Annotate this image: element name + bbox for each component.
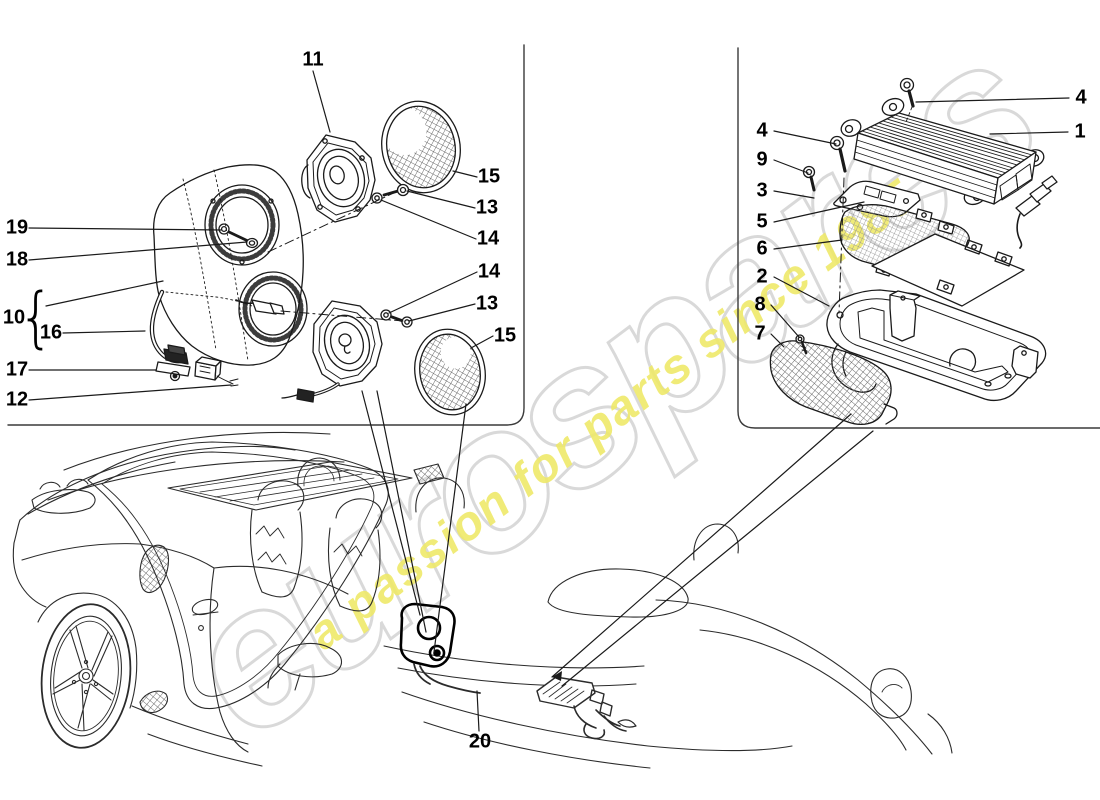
callout-8: 8 bbox=[754, 293, 766, 316]
leader-lines bbox=[28, 70, 1070, 732]
panel-7 bbox=[769, 340, 898, 425]
connector-cable-right bbox=[1015, 175, 1058, 249]
door-trim-panel bbox=[152, 164, 308, 366]
callout-14-b: 14 bbox=[477, 260, 501, 283]
callout-18: 18 bbox=[5, 248, 29, 271]
callout-13-b: 13 bbox=[475, 292, 499, 315]
assembly-axis-line-right bbox=[838, 177, 845, 314]
screw-4-top bbox=[899, 77, 915, 123]
connector-12 bbox=[194, 356, 239, 387]
callout-7: 7 bbox=[754, 322, 766, 345]
callout-10: 10 bbox=[2, 306, 26, 329]
callout-11: 11 bbox=[302, 48, 324, 71]
callout-14-a: 14 bbox=[476, 227, 500, 250]
screw-9 bbox=[802, 165, 816, 192]
amplifier-in-car bbox=[536, 676, 637, 740]
callout-13-a: 13 bbox=[475, 196, 499, 219]
speaker-11 bbox=[301, 134, 376, 223]
amplifier-1 bbox=[840, 97, 1045, 206]
callout-16: 16 bbox=[39, 321, 63, 344]
callout-5: 5 bbox=[756, 210, 768, 233]
grille-15-lower bbox=[414, 328, 486, 416]
right-panel-border bbox=[737, 47, 1100, 429]
callout-20: 20 bbox=[468, 730, 492, 753]
callout-17: 17 bbox=[5, 358, 29, 381]
vehicle-line-art bbox=[12, 431, 953, 769]
grille-15-upper bbox=[381, 100, 461, 194]
callout-2: 2 bbox=[756, 265, 768, 288]
callout-6: 6 bbox=[756, 237, 768, 260]
callout-1: 1 bbox=[1074, 120, 1086, 143]
callout-4-b: 4 bbox=[756, 119, 768, 142]
screw-18-washer-19 bbox=[218, 223, 259, 249]
screw-8 bbox=[795, 334, 808, 355]
callout-19: 19 bbox=[5, 216, 29, 239]
callout-4-a: 4 bbox=[1075, 86, 1087, 109]
assembly-axis-lines-left bbox=[267, 189, 404, 322]
screw-4-left bbox=[829, 135, 847, 173]
callout-12: 12 bbox=[5, 388, 29, 411]
left-panel-border bbox=[7, 44, 525, 426]
front-wheel bbox=[40, 603, 132, 749]
seats bbox=[249, 480, 383, 612]
screw-13-washer-14-lower bbox=[380, 309, 413, 328]
clamp-17 bbox=[155, 344, 191, 382]
callout-10-brace: { bbox=[18, 278, 54, 356]
callout-9: 9 bbox=[756, 148, 768, 171]
callout-15-a: 15 bbox=[477, 165, 501, 188]
callout-3: 3 bbox=[756, 179, 768, 202]
door-speaker-module bbox=[399, 602, 456, 668]
callout-15-b: 15 bbox=[493, 324, 517, 347]
insulation-sheet-lower bbox=[871, 233, 1025, 307]
speaker-lower bbox=[281, 300, 383, 403]
